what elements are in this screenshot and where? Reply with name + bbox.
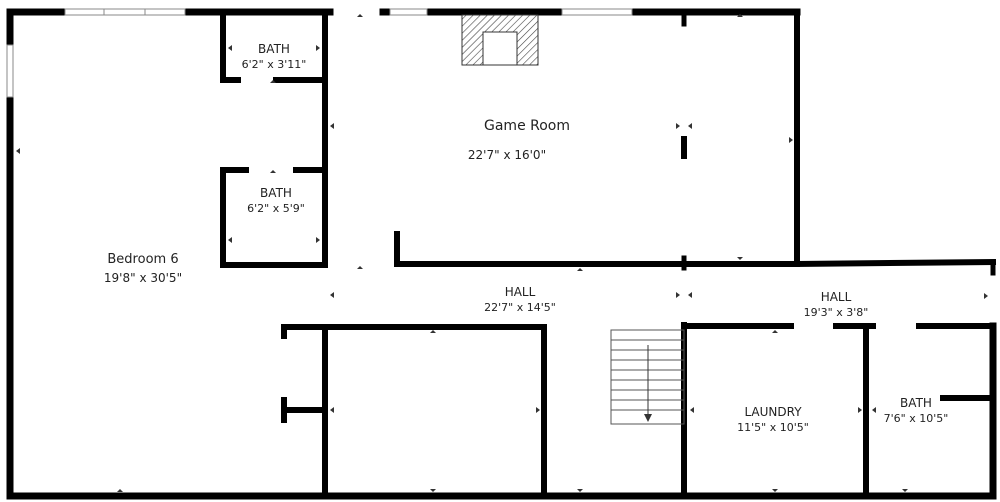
room-dimensions: 22'7" x 16'0" xyxy=(467,148,547,162)
wall-right-hall-top xyxy=(793,258,997,268)
room-dimensions: 19'8" x 30'5" xyxy=(103,271,183,285)
room-dimensions: 19'3" x 3'8" xyxy=(803,306,869,319)
room-label-bath-mid: BATH 6'2" x 5'9" xyxy=(247,186,305,215)
room-dimensions: 6'2" x 3'11" xyxy=(241,58,307,71)
window-icon xyxy=(6,8,633,98)
room-label-hall-right: HALL 19'3" x 3'8" xyxy=(804,290,869,319)
room-dimensions: 6'2" x 5'9" xyxy=(247,202,305,215)
room-label-laundry: LAUNDRY 11'5" x 10'5" xyxy=(737,405,809,434)
room-dimensions: 7'6" x 10'5" xyxy=(883,412,949,425)
room-name: BATH xyxy=(258,42,290,56)
room-name: HALL xyxy=(504,285,536,299)
room-name: BATH xyxy=(900,396,932,410)
room-name: HALL xyxy=(820,290,852,304)
room-label-hall-main: HALL 22'7" x 14'5" xyxy=(484,285,556,314)
room-name: Game Room xyxy=(484,118,570,134)
room-markers xyxy=(16,14,988,492)
room-name: BATH xyxy=(260,186,292,200)
room-label-bath-right: BATH 7'6" x 10'5" xyxy=(884,396,949,425)
fireplace-icon xyxy=(461,14,539,66)
room-dimensions: 22'7" x 14'5" xyxy=(484,301,556,314)
room-label-bath-top: BATH 6'2" x 3'11" xyxy=(242,42,307,71)
room-name: LAUNDRY xyxy=(744,405,802,419)
room-name: Bedroom 6 xyxy=(107,252,179,267)
room-label-bedroom-6: Bedroom 6 19'8" x 30'5" xyxy=(104,252,182,285)
room-dimensions: 11'5" x 10'5" xyxy=(737,421,809,434)
room-label-game-room: Game Room 22'7" x 16'0" xyxy=(468,118,570,162)
stairs-icon xyxy=(610,329,685,425)
